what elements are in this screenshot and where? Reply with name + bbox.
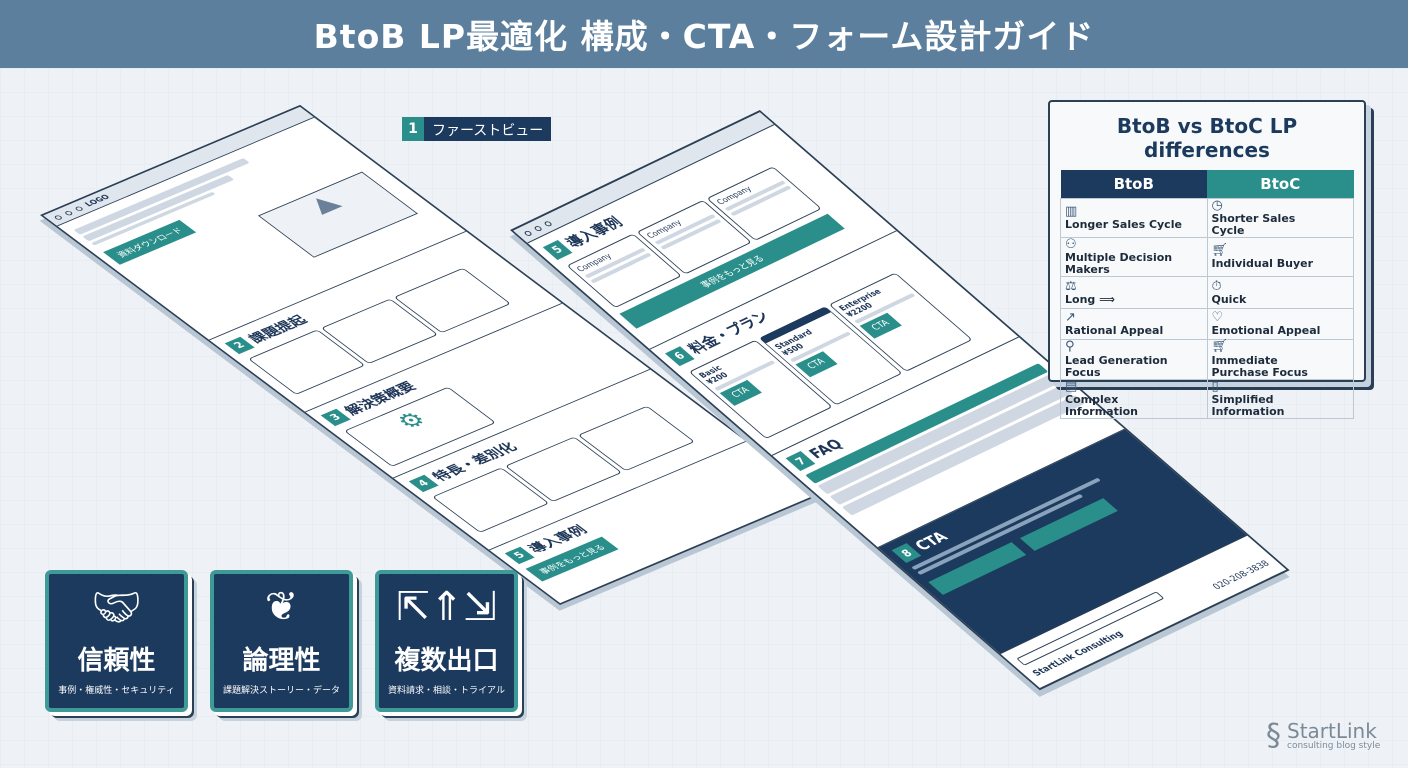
header-btob: BtoB <box>1060 170 1207 198</box>
feature-title: 複数出口 <box>394 646 499 676</box>
feature-subtitle: 資料請求・相談・トライアル <box>388 686 505 696</box>
table-row: ↗Rational Appeal♡Emotional Appeal <box>1060 307 1354 341</box>
feature-title: 論理性 <box>242 646 321 676</box>
people-icon: ⚇ <box>1065 236 1077 252</box>
chart-icon: ↗ <box>1065 310 1076 325</box>
cta-button-secondary[interactable] <box>1019 498 1118 551</box>
table-row: ⚇Multiple Decision Makers🛒︎Individual Bu… <box>1060 236 1354 278</box>
page-title: BtoB LP最適化 構成・CTA・フォーム設計ガイド <box>313 17 1095 56</box>
handshake-icon: 🤝︎ <box>91 585 142 631</box>
brain-icon: ❦ <box>264 584 299 630</box>
feature-subtitle: 事例・権威性・セキュリティ <box>58 686 175 696</box>
cta-button[interactable] <box>928 542 1027 595</box>
scale-icon: ⚖ <box>1065 278 1077 294</box>
cart-icon: 🛒︎ <box>1211 243 1229 258</box>
table-row: ⚖Long ⟹⏱Quick <box>1060 276 1354 309</box>
header-btoc: BtoC <box>1207 170 1354 198</box>
callout-label: ファーストビュー <box>424 117 552 141</box>
split-arrows-icon: ⇱⇑⇲ <box>396 584 497 630</box>
table-row: ⚲Lead Generation Focus🛒︎Immediate Purcha… <box>1060 339 1354 380</box>
clock-icon: ◷ <box>1211 197 1223 213</box>
table-row: ▥Longer Sales Cycle◷Shorter Sales Cycle <box>1060 197 1354 238</box>
feature-card-trust: 🤝︎ 信頼性事例・権威性・セキュリティ <box>45 570 188 712</box>
comparison-title: BtoB vs BtoC LP differences <box>1116 114 1298 162</box>
feature-subtitle: 課題解決ストーリー・データ <box>222 686 340 696</box>
table-row: ▤Complex Information▯Simplified Informat… <box>1060 378 1354 420</box>
brand-tagline: consulting blog style <box>1287 740 1381 751</box>
building-icon: ▥ <box>1065 203 1078 219</box>
callout-number: 1 <box>402 117 424 141</box>
startlink-logo-icon: § <box>1266 718 1281 753</box>
document-icon: ▯ <box>1211 378 1219 394</box>
feature-card-exits: ⇱⇑⇲ 複数出口資料請求・相談・トライアル <box>375 570 518 712</box>
feature-title: 信頼性 <box>77 646 156 676</box>
brand-name: StartLink <box>1287 718 1377 743</box>
search-icon: ⚲ <box>1065 339 1075 355</box>
heart-hand-icon: ♡ <box>1211 310 1224 325</box>
stopwatch-icon: ⏱ <box>1211 278 1222 294</box>
cart-icon: 🛒︎ <box>1211 339 1229 355</box>
browser-icon: ▤ <box>1065 378 1078 394</box>
feature-card-logic: ❦ 論理性課題解決ストーリー・データ <box>210 570 353 712</box>
title-bar: BtoB LP最適化 構成・CTA・フォーム設計ガイド <box>0 0 1408 68</box>
